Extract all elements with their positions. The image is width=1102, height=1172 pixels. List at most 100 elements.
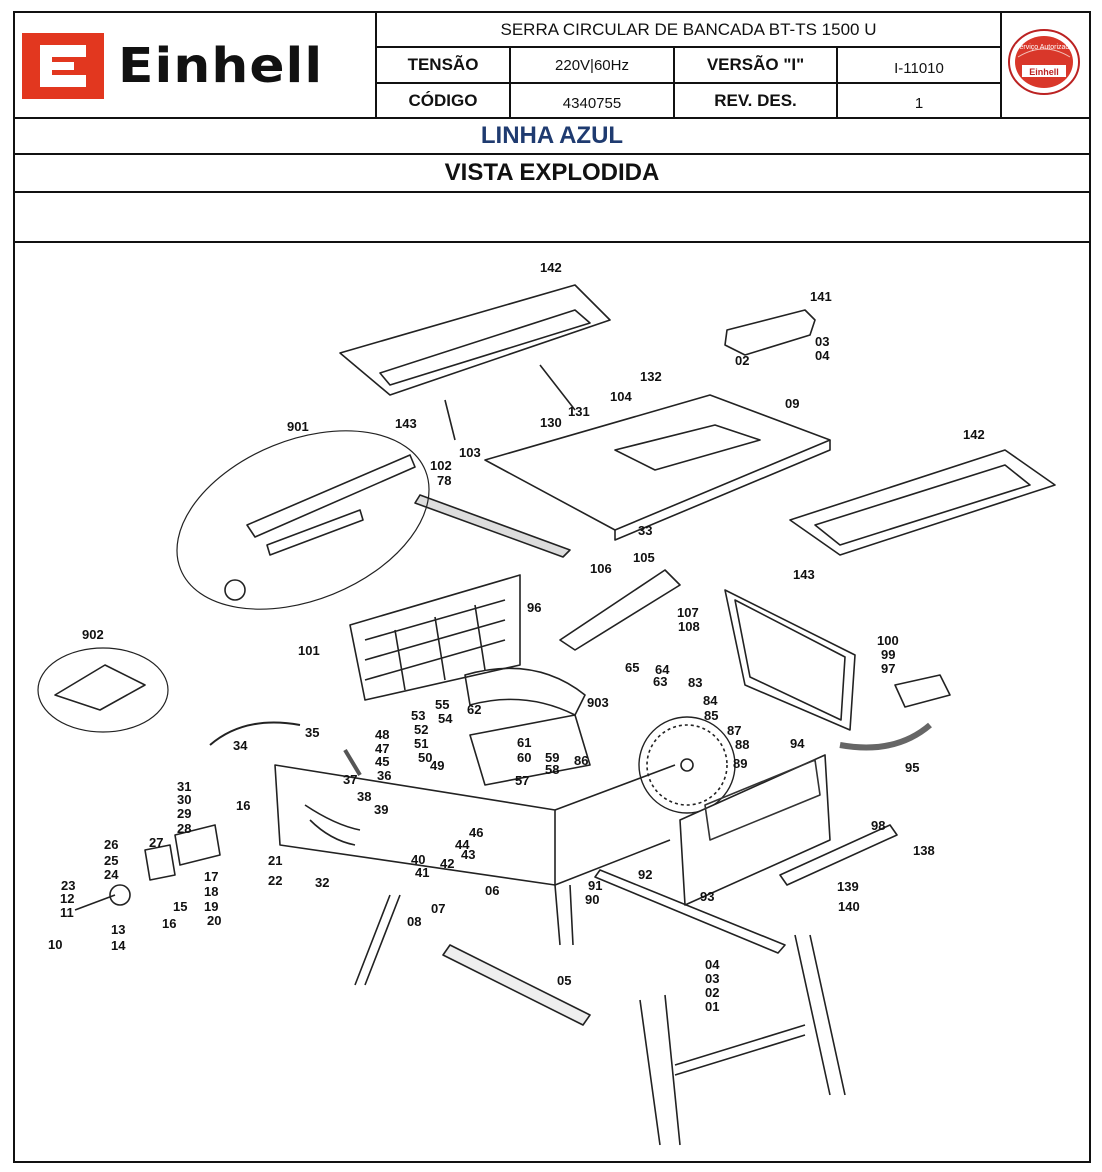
part-label-84: 84 [703,693,718,708]
part-label-901: 901 [287,419,309,434]
authorized-service-seal-icon: Serviço Autorizado Einhell [1008,29,1080,95]
part-label-38: 38 [357,789,371,804]
part-label-28: 28 [177,821,191,836]
part-label-41: 41 [415,865,429,880]
part-label-22: 22 [268,873,282,888]
part-label-108: 108 [678,619,700,634]
part-label-78: 78 [437,473,451,488]
part-label-94: 94 [790,736,805,751]
part-label-93: 93 [700,889,714,904]
part-label-31: 31 [177,779,191,794]
part-label-54: 54 [438,711,453,726]
part-label-02: 02 [735,353,749,368]
part-label-99: 99 [881,647,895,662]
part-label-11: 11 [60,905,74,920]
part-label-97: 97 [881,661,895,676]
part-label-36: 36 [377,768,391,783]
part-label-96: 96 [527,600,541,615]
part-label-902: 902 [82,627,104,642]
part-label-26: 26 [104,837,118,852]
part-label-49: 49 [430,758,444,773]
part-label-64: 64 [655,662,670,677]
part-drawings [37,284,1056,1146]
part-label-40: 40 [411,852,425,867]
part-label-03: 03 [705,971,719,986]
part-label-107: 107 [677,605,699,620]
brand-logo-icon [22,33,104,99]
part-label-53: 53 [411,708,425,723]
view-title: VISTA EXPLODIDA [13,155,1091,193]
part-label-17: 17 [204,869,218,884]
part-label-139: 139 [837,879,859,894]
part-label-08: 08 [407,914,421,929]
part-label-46: 46 [469,825,483,840]
part-label-09: 09 [785,396,799,411]
part-label-90: 90 [585,892,599,907]
part-label-07: 07 [431,901,445,916]
part-label-33: 33 [638,523,652,538]
part-label-98: 98 [871,818,885,833]
part-label-15: 15 [173,899,187,914]
part-label-104: 104 [610,389,632,404]
part-label-903: 903 [587,695,609,710]
sheet-frame [13,11,1091,1163]
part-label-45: 45 [375,754,389,769]
part-label-39: 39 [374,802,388,817]
part-label-12: 12 [60,891,74,906]
part-label-103: 103 [459,445,481,460]
part-label-143: 143 [395,416,417,431]
part-label-43: 43 [461,847,475,862]
part-label-141: 141 [810,289,832,304]
part-label-62: 62 [467,702,481,717]
part-label-60: 60 [517,750,531,765]
part-label-30: 30 [177,792,191,807]
part-label-102: 102 [430,458,452,473]
part-label-04: 04 [705,957,720,972]
part-label-16: 16 [162,916,176,931]
revdes-label: REV. DES. [714,90,797,110]
part-label-42: 42 [440,856,454,871]
svg-text:Einhell: Einhell [1029,67,1059,77]
part-label-101: 101 [298,643,320,658]
part-label-03: 03 [815,334,829,349]
part-label-19: 19 [204,899,218,914]
part-label-92: 92 [638,867,652,882]
part-label-06: 06 [485,883,499,898]
part-label-63: 63 [653,674,667,689]
part-label-10: 10 [48,937,62,952]
part-label-89: 89 [733,756,747,771]
part-label-34: 34 [233,738,248,753]
part-label-04: 04 [815,348,830,363]
revdes-value: 1 [914,95,924,112]
part-label-57: 57 [515,773,529,788]
part-label-20: 20 [207,913,221,928]
part-label-29: 29 [177,806,191,821]
part-label-143: 143 [793,567,815,582]
part-label-58: 58 [545,762,559,777]
part-label-50: 50 [418,750,432,765]
brand-wordmark: Einhell [118,38,324,94]
part-label-27: 27 [149,835,163,850]
product-title: SERRA CIRCULAR DE BANCADA BT-TS 1500 U [500,19,877,39]
part-label-91: 91 [588,878,602,893]
part-label-16: 16 [236,798,250,813]
part-label-106: 106 [590,561,612,576]
part-label-24: 24 [104,867,119,882]
part-label-83: 83 [688,675,702,690]
part-label-14: 14 [111,938,126,953]
part-label-21: 21 [268,853,282,868]
part-label-47: 47 [375,741,389,756]
part-label-35: 35 [305,725,319,740]
part-label-88: 88 [735,737,749,752]
part-label-23: 23 [61,878,75,893]
part-label-48: 48 [375,727,389,742]
part-label-51: 51 [414,736,428,751]
codigo-label: CÓDIGO [408,90,478,110]
versao-label: VERSÃO "I" [706,55,805,74]
part-label-87: 87 [727,723,741,738]
part-label-25: 25 [104,853,118,868]
part-label-55: 55 [435,697,449,712]
part-label-140: 140 [838,899,860,914]
